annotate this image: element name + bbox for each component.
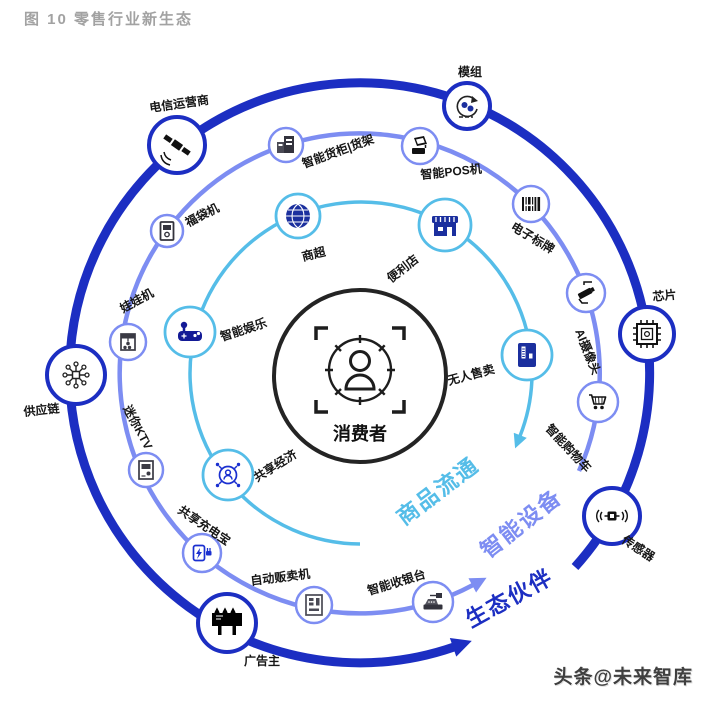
gamepad-icon bbox=[178, 321, 202, 341]
node-module: 模组 bbox=[442, 64, 492, 131]
node-label: 无人售卖 bbox=[445, 361, 496, 388]
globe-store-icon bbox=[286, 203, 310, 229]
claw-machine-icon bbox=[120, 333, 136, 351]
node-label: 智能娱乐 bbox=[217, 315, 268, 344]
network-hub-icon bbox=[62, 361, 90, 389]
node-label: 智能POS机 bbox=[419, 161, 483, 182]
lucky-bag-machine-icon bbox=[159, 221, 175, 241]
vending-door-icon bbox=[518, 343, 536, 367]
ring-label-eco-partners: 生态伙伴 bbox=[461, 564, 557, 632]
satellite-icon bbox=[160, 134, 191, 166]
figure-title: 图 10 零售行业新生态 bbox=[24, 11, 194, 28]
watermark: 头条@未来智库 bbox=[553, 667, 693, 688]
node-label: 供应链 bbox=[22, 400, 61, 419]
module-icon bbox=[456, 95, 478, 118]
cctv-camera-icon bbox=[577, 281, 595, 304]
node-label: 广告主 bbox=[244, 653, 280, 668]
barcode-icon bbox=[522, 197, 541, 211]
node-circle bbox=[400, 126, 440, 166]
node-label: 便利店 bbox=[384, 251, 422, 285]
ktv-booth-icon bbox=[138, 460, 154, 480]
node-label: 共享经济 bbox=[251, 446, 301, 485]
node-electronic-shelf-label: 电子标牌 bbox=[508, 184, 557, 256]
smart-cabinet-icon bbox=[277, 136, 294, 153]
node-mini-ktv: 迷你KTV bbox=[120, 401, 165, 489]
node-convenience-store: 便利店 bbox=[384, 197, 473, 285]
shopping-cart-icon bbox=[589, 394, 607, 410]
vending-machine-icon bbox=[305, 594, 323, 616]
center-consumer: 消费者 bbox=[272, 288, 448, 464]
node-label: 电信运营商 bbox=[148, 92, 210, 115]
node-label: 芯片 bbox=[652, 287, 677, 304]
node-label: 传感器 bbox=[619, 531, 659, 564]
node-label: 商超 bbox=[300, 243, 328, 264]
node-claw-machine: 娃娃机 bbox=[108, 285, 156, 362]
node-vending-machine: 自动贩卖机 bbox=[250, 566, 334, 625]
node-circle bbox=[576, 380, 620, 424]
center-label: 消费者 bbox=[333, 423, 387, 444]
ring-label-smart-devices: 智能设备 bbox=[476, 484, 567, 563]
sensor-icon bbox=[596, 509, 628, 523]
node-circle bbox=[294, 585, 334, 625]
cash-register-icon bbox=[423, 593, 443, 610]
chip-icon bbox=[633, 320, 661, 348]
storefront-icon bbox=[432, 216, 458, 236]
ring-label-goods-circulation: 商品流通 bbox=[392, 452, 484, 530]
power-bank-icon bbox=[192, 544, 212, 562]
node-circle bbox=[181, 532, 223, 574]
node-sharing-economy: 共享经济 bbox=[201, 446, 301, 502]
node-smart-pos: 智能POS机 bbox=[400, 126, 483, 182]
node-circle bbox=[511, 184, 551, 224]
ring-smart-devices-arc bbox=[117, 131, 602, 616]
node-advertiser: 广告主 bbox=[196, 592, 280, 668]
node-circle bbox=[127, 451, 165, 489]
node-ai-camera: AI摄像头 bbox=[565, 272, 607, 377]
node-unmanned-retail: 无人售卖 bbox=[445, 328, 554, 388]
sharing-network-icon bbox=[215, 462, 241, 488]
pos-terminal-icon bbox=[412, 136, 427, 154]
node-telecom-operator: 电信运营商 bbox=[147, 92, 210, 175]
node-smart-shopping-cart: 智能购物车 bbox=[542, 380, 620, 475]
node-chip: 芯片 bbox=[618, 287, 677, 363]
consumer-focus-icon bbox=[314, 326, 406, 414]
node-sensor: 传感器 bbox=[582, 486, 659, 565]
node-circle bbox=[45, 344, 107, 406]
node-label: 模组 bbox=[458, 64, 482, 79]
node-supermarket: 商超 bbox=[274, 192, 328, 264]
node-label: 自动贩卖机 bbox=[250, 566, 311, 588]
node-circle bbox=[149, 213, 185, 249]
node-smart-entertainment: 智能娱乐 bbox=[163, 305, 269, 359]
billboard-icon bbox=[212, 607, 242, 635]
node-supply-chain: 供应链 bbox=[22, 344, 107, 419]
